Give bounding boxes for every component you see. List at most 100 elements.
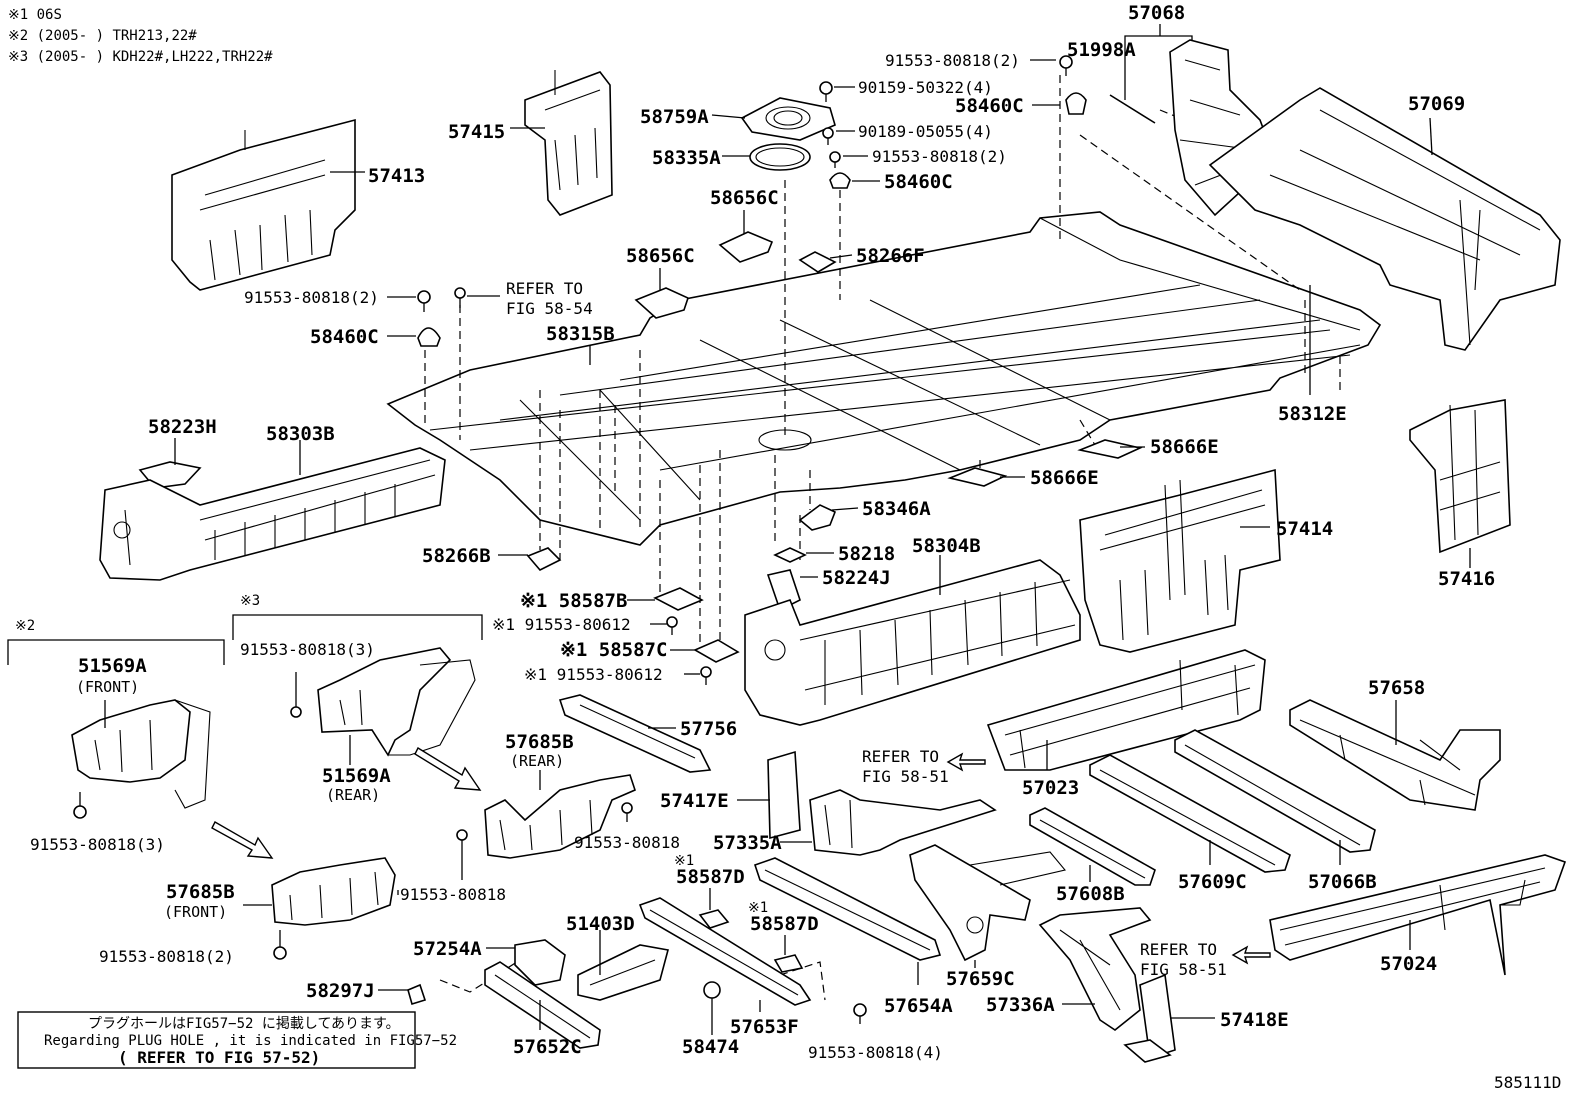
label-57335a: 57335A <box>713 832 782 854</box>
label-58587d-a: 58587D <box>676 866 745 888</box>
cover-58759a <box>740 97 836 171</box>
lower-left-parts <box>407 939 867 1049</box>
label-57654a: 57654A <box>884 995 953 1017</box>
label-57415: 57415 <box>448 121 505 143</box>
label-58460c-a: 58460C <box>955 95 1024 117</box>
label-58218: 58218 <box>838 543 895 565</box>
crossmembers-57609c-57066b <box>1029 729 1376 886</box>
bracket-58346a <box>766 504 837 612</box>
label-57417e: 57417E <box>660 790 729 812</box>
label-91553-80818-a: 91553-80818 <box>574 833 680 852</box>
label-58224j: 58224J <box>822 567 891 589</box>
plug-note-ref: ( REFER TO FIG 57-52) <box>118 1048 320 1067</box>
cover-51569a-rear <box>290 647 476 757</box>
label-91553-80818-3b: 91553-80818(3) <box>30 835 165 854</box>
mark-1b: ※1 <box>748 900 768 916</box>
label-90189-05055: 90189-05055(4) <box>858 122 993 141</box>
rail-57654a <box>753 857 942 961</box>
label-58304b: 58304B <box>912 535 981 557</box>
label-58460c-b: 58460C <box>884 171 953 193</box>
refer-58-54-line1: REFER TO <box>506 279 583 298</box>
cover-57685b-rear <box>456 774 636 859</box>
label-58297j: 58297J <box>306 980 375 1002</box>
label-58223h: 58223H <box>148 416 217 438</box>
label-91553-80612-a: ※1 91553-80612 <box>492 615 631 634</box>
label-91553-80818-4: 91553-80818(4) <box>808 1043 943 1062</box>
mark-1a: ※1 <box>674 853 694 869</box>
label-51569a-front-sub: (FRONT) <box>76 678 139 696</box>
label-57069: 57069 <box>1408 93 1465 115</box>
plug-hole-note-box <box>17 1011 416 1069</box>
note-2: ※2 (2005- ) TRH213,22# <box>8 28 197 44</box>
label-57413: 57413 <box>368 165 425 187</box>
label-57756: 57756 <box>680 718 737 740</box>
label-57418e: 57418E <box>1220 1009 1289 1031</box>
refer-58-51-b-line1: REFER TO <box>1140 940 1217 959</box>
refer-58-51-a-line1: REFER TO <box>862 747 939 766</box>
label-51569a-rear-sub: (REAR) <box>326 786 380 804</box>
member-57336a <box>1038 907 1152 1031</box>
panel-57413 <box>171 118 356 291</box>
member-58304b <box>744 559 1081 726</box>
label-91553-80818-2d: 91553-80818(2) <box>99 947 234 966</box>
member-57659c <box>909 844 1066 962</box>
rail-57023 <box>986 649 1266 771</box>
note-3: ※3 (2005- ) KDH22#,LH222,TRH22# <box>8 49 273 65</box>
brackets-57417e-57335a <box>767 750 997 856</box>
label-57609c: 57609C <box>1178 871 1247 893</box>
floor-pan-58315b <box>386 211 1382 546</box>
label-58666e-a: 58666E <box>1150 436 1219 458</box>
label-58266f: 58266F <box>856 245 925 267</box>
label-58266b: 58266B <box>422 545 491 567</box>
label-57652c: 57652C <box>513 1036 582 1058</box>
label-57066b: 57066B <box>1308 871 1377 893</box>
label-58315b: 58315B <box>546 323 615 345</box>
label-57416: 57416 <box>1438 568 1495 590</box>
label-58656c-a: 58656C <box>710 187 779 209</box>
crossmember-57069 <box>1208 87 1561 351</box>
label-90159-50322: 90159-50322(4) <box>858 78 993 97</box>
label-58460c-c: 58460C <box>310 326 379 348</box>
label-91553-80818-3a: 91553-80818(3) <box>240 640 375 659</box>
label-58587b: ※1 58587B <box>520 590 627 612</box>
mark-3: ※3 <box>240 593 260 609</box>
label-51569a-rear: 51569A <box>322 765 391 787</box>
refer-58-54-line2: FIG 58-54 <box>506 299 593 318</box>
label-58587d-b: 58587D <box>750 913 819 935</box>
label-91553-80818-b: 91553-80818 <box>400 885 506 904</box>
label-57414: 57414 <box>1276 518 1333 540</box>
bracket-58656c-a <box>634 231 837 319</box>
label-91553-80612-b: ※1 91553-80612 <box>524 665 663 684</box>
label-58335a: 58335A <box>652 147 721 169</box>
plug-note-jp: プラグホールはFIG57−52 に掲載してあります。 <box>88 1016 400 1032</box>
label-57685b-rear-sub: (REAR) <box>510 752 564 770</box>
panel-57415 <box>524 70 613 216</box>
rail-57653f <box>638 897 812 1006</box>
bracket-58666e <box>947 439 1143 487</box>
direction-arrows <box>211 747 482 859</box>
mark-2: ※2 <box>15 618 35 634</box>
bolts-top-center <box>819 55 1087 189</box>
label-91553-80818-2c: 91553-80818(2) <box>244 288 379 307</box>
label-58474: 58474 <box>682 1036 739 1058</box>
label-58656c-b: 58656C <box>626 245 695 267</box>
refer-58-51-a-line2: FIG 58-51 <box>862 767 949 786</box>
reinforcement-57756 <box>558 694 712 773</box>
bracket-58266b <box>526 547 562 571</box>
label-91553-80818-2a: 91553-80818(2) <box>885 51 1020 70</box>
label-57254a: 57254A <box>413 938 482 960</box>
label-57653f: 57653F <box>730 1016 799 1038</box>
label-57685b-rear: 57685B <box>505 731 574 753</box>
label-58303b: 58303B <box>266 423 335 445</box>
bracket-57418e <box>1123 973 1176 1063</box>
panel-57414 <box>1079 468 1281 653</box>
brackets-58587 <box>653 587 740 685</box>
label-57336a: 57336A <box>986 994 1055 1016</box>
note-1: ※1 06S <box>8 7 62 23</box>
member-58303b <box>99 447 446 581</box>
label-58666e-b: 58666E <box>1030 467 1099 489</box>
label-58587c: ※1 58587C <box>560 639 667 661</box>
label-57024: 57024 <box>1380 953 1437 975</box>
label-51998a: 51998A <box>1067 39 1136 61</box>
